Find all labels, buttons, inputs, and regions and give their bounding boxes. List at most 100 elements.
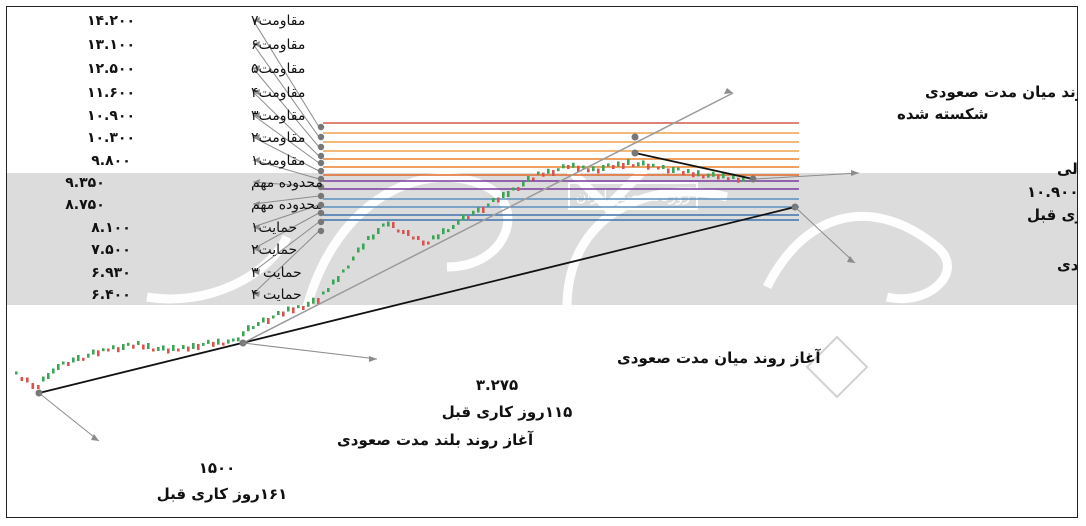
candle <box>587 168 590 173</box>
level-leader <box>252 212 320 250</box>
candle <box>662 165 665 169</box>
candle <box>292 307 295 314</box>
candle <box>437 234 440 240</box>
candle <box>372 234 375 240</box>
level-leader <box>252 43 320 138</box>
level-leader-head <box>253 65 260 71</box>
candle <box>562 164 565 169</box>
candle <box>542 172 545 177</box>
candle <box>282 311 285 317</box>
price-candles <box>15 159 745 389</box>
level-name: مقاومت۵ <box>251 61 305 77</box>
candle <box>26 377 29 383</box>
candle <box>272 315 275 319</box>
annotation-leader <box>794 206 856 264</box>
candle <box>602 165 605 171</box>
candle <box>207 339 210 344</box>
watermark-box <box>568 182 698 210</box>
level-leader <box>252 114 320 164</box>
candle <box>592 166 595 172</box>
level-leader-head <box>253 157 260 163</box>
level-leader-head <box>253 201 260 207</box>
candle <box>642 160 645 166</box>
candle <box>522 181 525 187</box>
candle <box>52 368 55 374</box>
mid-trend-title: روند میان مدت صعودی <box>925 83 1078 101</box>
candle <box>62 361 65 365</box>
candle <box>192 343 195 349</box>
candle <box>267 318 270 324</box>
candle <box>627 159 630 165</box>
mid-start-annotation: آغاز روند میان مدت صعودی ۳.۲۷۵ ۱۱۵روز کا… <box>442 349 822 421</box>
candle <box>707 173 710 178</box>
candle <box>607 163 610 167</box>
annotation-leader <box>38 392 100 442</box>
candle <box>577 165 580 172</box>
level-leader <box>252 67 320 148</box>
level-name: مقاومت۳ <box>251 108 305 124</box>
trend-lines <box>35 92 799 397</box>
candle <box>197 344 200 350</box>
candle <box>162 345 165 351</box>
technical-chart: روزنامه صبح ایران مقاومت۷۱۴.۲۰۰مقاومت۶۱۳… <box>7 13 1078 503</box>
candle <box>202 342 205 346</box>
long-start-days: ۱۶۱روز کاری قبل <box>157 485 288 503</box>
level-dot <box>317 143 325 151</box>
candle <box>217 338 220 345</box>
candle <box>327 288 330 292</box>
candle <box>722 172 725 179</box>
candle <box>487 203 490 207</box>
candle <box>147 343 150 349</box>
watermark-stroke <box>146 234 292 304</box>
level-labels: مقاومت۷۱۴.۲۰۰مقاومت۶۱۳.۱۰۰مقاومت۵۱۲.۵۰۰م… <box>65 13 325 303</box>
candle <box>15 371 18 375</box>
candle <box>417 236 420 240</box>
level-name: حمایت ۳ <box>251 265 302 281</box>
watermark-stroke <box>302 172 513 309</box>
candle <box>482 207 485 213</box>
annotation-leader-head <box>369 356 377 362</box>
trend-anchor-dot <box>749 175 757 183</box>
candle <box>397 229 400 233</box>
candle <box>382 223 385 227</box>
mid-trend-status: شکسته شده <box>897 105 988 123</box>
candle <box>647 163 650 170</box>
level-name: محدوده مهم <box>251 175 323 191</box>
candle <box>572 162 575 168</box>
candle <box>247 325 250 332</box>
level-value: ۸.۱۰۰ <box>91 220 131 236</box>
candle <box>432 235 435 240</box>
annotation-leader-head <box>847 256 855 263</box>
long-start-value: ۱۵۰۰ <box>199 459 236 477</box>
candle <box>317 298 320 304</box>
candle <box>31 383 35 389</box>
level-name: مقاومت۴ <box>251 85 305 101</box>
level-value: ۶.۹۳۰ <box>91 265 131 281</box>
candle <box>717 174 720 180</box>
candle <box>552 170 555 176</box>
trend-anchor-dot <box>631 133 639 141</box>
candle <box>652 163 655 167</box>
annotation-leader <box>242 342 378 360</box>
level-value: ۱۲.۵۰۰ <box>87 61 135 77</box>
long-trend-annotation: روند بلند مدت صعودی <box>1057 256 1077 274</box>
level-value: ۶.۴۰۰ <box>91 287 131 303</box>
candle <box>47 373 50 379</box>
candle <box>72 357 75 363</box>
level-value: ۱۱.۶۰۰ <box>87 85 135 101</box>
candle <box>452 225 455 229</box>
candle <box>677 167 680 171</box>
candle <box>367 236 370 240</box>
candle <box>102 348 105 352</box>
candle <box>357 247 360 253</box>
candle <box>507 191 510 197</box>
level-name: مقاومت۲ <box>251 130 305 146</box>
candle <box>697 170 700 177</box>
candle <box>137 341 140 345</box>
candle <box>667 168 670 174</box>
candle <box>407 230 410 236</box>
candle <box>107 348 110 352</box>
short-trend-start: آغاز در ۱۰.۹۰۰ <box>1027 183 1078 201</box>
candle <box>557 168 560 172</box>
